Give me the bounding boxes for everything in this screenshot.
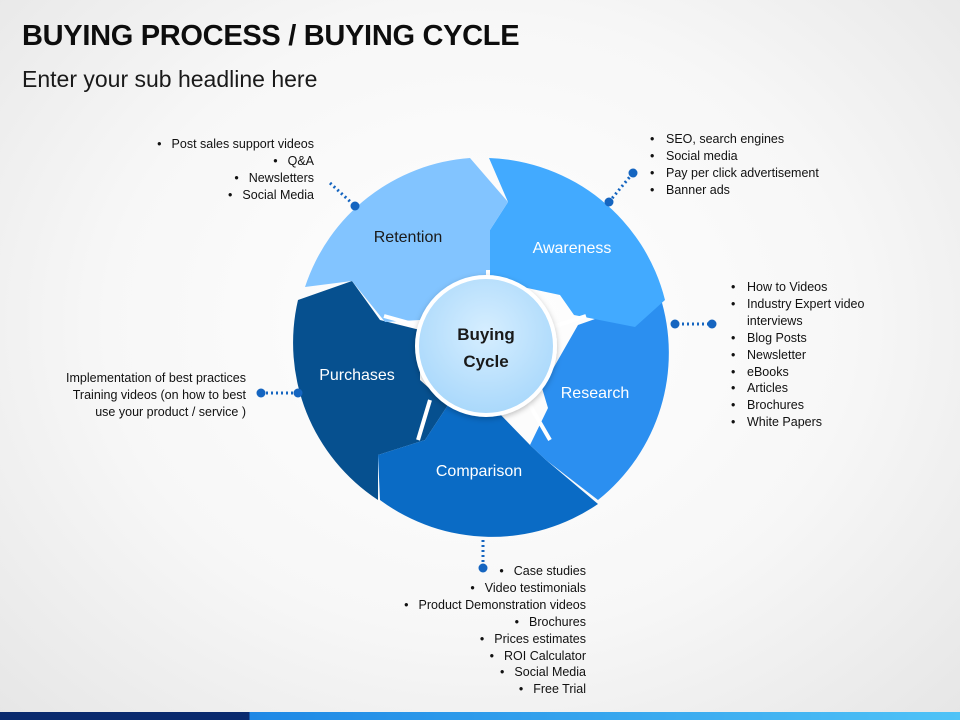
awareness-callout: SEO, search engines Social media Pay per… xyxy=(648,131,819,199)
segment-retention[interactable] xyxy=(305,158,508,322)
list-item: Blog Posts xyxy=(729,330,879,347)
list-item: Prices estimates xyxy=(404,631,586,648)
list-item: Case studies xyxy=(404,563,586,580)
list-item: Newsletters xyxy=(157,170,314,187)
list-item: Newsletter xyxy=(729,347,879,364)
list-item: eBooks xyxy=(729,364,879,381)
footer-bar xyxy=(0,712,960,720)
list-item: Industry Expert video interviews xyxy=(729,296,879,330)
research-callout: How to Videos Industry Expert video inte… xyxy=(729,279,879,431)
retention-callout: Post sales support videos Q&A Newsletter… xyxy=(157,136,314,204)
list-item: White Papers xyxy=(729,414,879,431)
segment-research[interactable] xyxy=(530,296,669,500)
segment-comparison[interactable] xyxy=(378,405,598,537)
center-label-line1: Buying xyxy=(457,325,515,344)
label-awareness: Awareness xyxy=(533,240,612,257)
page-subtitle: Enter your sub headline here xyxy=(22,66,318,92)
list-item: SEO, search engines xyxy=(648,131,819,148)
list-item: Articles xyxy=(729,380,879,397)
list-item: Social media xyxy=(648,148,819,165)
segment-awareness[interactable] xyxy=(489,158,665,327)
list-item: Q&A xyxy=(157,153,314,170)
list-item: Brochures xyxy=(404,614,586,631)
list-item: How to Videos xyxy=(729,279,879,296)
list-item: Free Trial xyxy=(404,681,586,698)
label-comparison: Comparison xyxy=(436,463,522,480)
label-research: Research xyxy=(561,385,629,402)
label-retention: Retention xyxy=(374,229,443,246)
list-item: Pay per click advertisement xyxy=(648,165,819,182)
list-item: ROI Calculator xyxy=(404,648,586,665)
list-item: Brochures xyxy=(729,397,879,414)
list-item: Banner ads xyxy=(648,182,819,199)
comparison-callout: Case studies Video testimonials Product … xyxy=(404,563,586,698)
label-purchases: Purchases xyxy=(319,367,395,384)
list-item: Video testimonials xyxy=(404,580,586,597)
page-title: BUYING PROCESS / BUYING CYCLE xyxy=(22,20,520,52)
list-item: Social Media xyxy=(404,664,586,681)
purchases-callout: Implementation of best practices Trainin… xyxy=(66,371,246,419)
list-item: Product Demonstration videos xyxy=(404,597,586,614)
center-circle xyxy=(415,275,557,417)
list-item: Social Media xyxy=(157,187,314,204)
center-label-line2: Cycle xyxy=(463,352,508,371)
list-item: Post sales support videos xyxy=(157,136,314,153)
segment-purchases[interactable] xyxy=(293,281,448,500)
